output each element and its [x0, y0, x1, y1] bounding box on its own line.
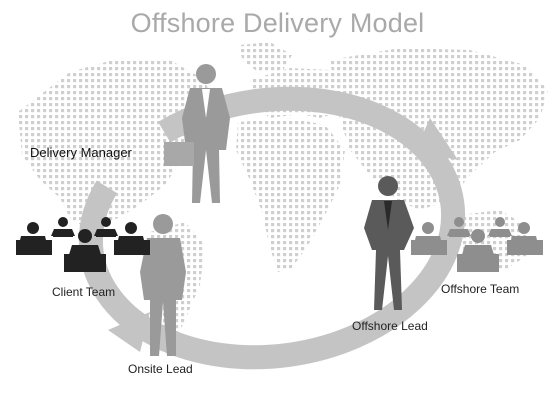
- client-team-member-icon: [64, 229, 106, 272]
- offshore-team-member-icon: [457, 229, 499, 272]
- client-team-member-icon: [16, 222, 52, 255]
- offshore-team-member-icon: [411, 222, 447, 255]
- diagram-title: Offshore Delivery Model: [130, 8, 425, 38]
- label-onsite-lead: Onsite Lead: [128, 362, 193, 376]
- briefcase-icon: [164, 142, 194, 166]
- onsite-lead-figure: [140, 214, 186, 356]
- label-offshore-team: Offshore Team: [441, 282, 520, 296]
- delivery-manager-figure: [164, 64, 230, 203]
- client-team-member-icon: [51, 217, 75, 237]
- cycle-arrow-head-left-icon: [108, 312, 150, 352]
- label-offshore-lead: Offshore Lead: [352, 319, 428, 333]
- label-delivery-manager: Delivery Manager: [30, 145, 132, 160]
- offshore-team-member-icon: [507, 222, 543, 255]
- offshore-team-member-icon: [488, 217, 512, 237]
- client-team-member-icon: [94, 217, 118, 237]
- offshore-lead-figure: [364, 176, 414, 310]
- label-client-team: Client Team: [52, 285, 116, 299]
- offshore-team-member-icon: [447, 217, 471, 237]
- client-team-member-icon: [114, 222, 150, 255]
- cycle-arrow-head-right-icon: [415, 118, 458, 160]
- offshore-team-group: [411, 217, 543, 272]
- client-team-group: [16, 217, 150, 272]
